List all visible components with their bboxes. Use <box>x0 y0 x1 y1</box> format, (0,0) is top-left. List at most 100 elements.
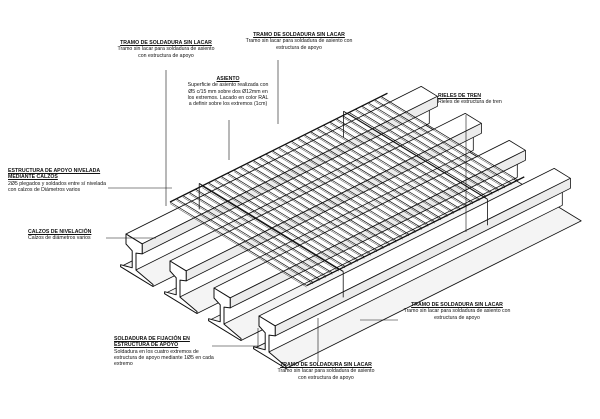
seat-bar <box>329 121 467 206</box>
seat-bar <box>169 201 307 286</box>
seat-bar <box>252 160 391 245</box>
seat-bar <box>259 156 397 242</box>
seat-bar <box>348 112 487 197</box>
label-title: ASIENTO <box>216 76 240 82</box>
label-support-structure: ESTRUCTURA DE APOYO NIVELADA MEDIANTE CA… <box>8 168 108 193</box>
seat-bar-shadow <box>317 129 455 214</box>
seat-edge-rod <box>169 92 388 203</box>
seat-bar <box>240 166 378 251</box>
seat-bar <box>220 176 359 261</box>
label-weld-bottom-center: TRAMO DE SOLDADURA SIN LACAR Tramo sin l… <box>276 362 376 381</box>
label-title: CALZOS DE NIVELACIÓN <box>28 229 92 235</box>
rail-end-profile <box>120 233 154 287</box>
seat-bar-shadow <box>329 123 467 208</box>
label-title: SOLDADURA DE FIJACIÓN EN ESTRUCTURA DE A… <box>114 336 190 349</box>
seat-bar <box>201 185 339 270</box>
seat-bar-shadow <box>214 181 352 265</box>
label-rails: RIELES DE TREN Rieles de estructura de t… <box>438 93 528 106</box>
seat-bar <box>214 179 352 264</box>
label-seat: ASIENTO Superficie de asiento realizada … <box>186 76 270 107</box>
support-structure-group <box>198 110 488 298</box>
rail-end-profile <box>164 260 198 314</box>
seat-bar-shadow <box>355 110 493 195</box>
seat-bar-shadow <box>336 120 474 205</box>
label-fixing-weld: SOLDADURA DE FIJACIÓN EN ESTRUCTURA DE A… <box>114 336 216 367</box>
seat-bar-shadow <box>169 203 307 288</box>
label-title: ESTRUCTURA DE APOYO NIVELADA MEDIANTE CA… <box>8 168 101 181</box>
seat-bar-shadow <box>182 197 320 281</box>
seat-bar-shadow <box>233 171 371 256</box>
seat-bar-shadow <box>221 177 359 262</box>
rail-4 <box>253 167 582 369</box>
seat-bar <box>195 188 333 274</box>
seat-bar-shadow <box>189 193 327 278</box>
seat-bar <box>297 137 435 222</box>
seat-bar-shadow <box>304 136 442 221</box>
seat-bar-shadow <box>227 174 365 259</box>
label-desc: Superficie de asiento realizada con Ø5 c… <box>187 82 269 108</box>
seat-bar <box>380 96 519 181</box>
label-weld-top-left: TRAMO DE SOLDADURA SIN LACAR Tramo sin l… <box>114 40 218 59</box>
seat-bar-shadow <box>265 155 403 240</box>
label-title: TRAMO DE SOLDADURA SIN LACAR <box>280 362 372 368</box>
seat-bar <box>278 147 416 232</box>
seat-bar-shadow <box>361 107 499 192</box>
seat-bar <box>304 134 442 219</box>
label-title: TRAMO DE SOLDADURA SIN LACAR <box>411 302 503 308</box>
label-desc: Tramo sin lacar para soldadura de asient… <box>277 368 375 381</box>
seat-bar-shadow <box>368 104 506 189</box>
seat-bar-shadow <box>272 152 410 237</box>
label-desc: Tramo sin lacar para soldadura de asient… <box>117 46 215 59</box>
seat-bar <box>265 153 403 238</box>
label-weld-top-right: TRAMO DE SOLDADURA SIN LACAR Tramo sin l… <box>244 32 354 51</box>
support-bar-1 <box>198 182 344 272</box>
rail-end-profile <box>208 287 242 341</box>
seat-bar <box>310 131 448 216</box>
label-desc: 2Ø5 plegados y soldados entre sí nivelad… <box>8 180 107 193</box>
seat-bar <box>272 150 410 235</box>
seat-bar-shadow <box>176 200 314 285</box>
label-desc: Rieles de estructura de tren <box>438 99 502 106</box>
seat-bar <box>208 182 346 267</box>
seat-bar-shadow <box>253 161 391 246</box>
seat-bar-shadow <box>195 190 333 275</box>
label-desc: Tramo sin lacar para soldadura de asient… <box>245 38 353 51</box>
seat-bar <box>316 128 455 213</box>
seat-bar-shadow <box>201 187 339 272</box>
seat-bar <box>368 102 506 187</box>
label-desc: Tramo sin lacar para soldadura de asient… <box>403 308 511 321</box>
label-title: TRAMO DE SOLDADURA SIN LACAR <box>120 40 212 46</box>
seat-bar <box>323 124 461 210</box>
seat-bar-shadow <box>259 158 397 243</box>
seat-bar-shadow <box>285 145 423 230</box>
seat-group <box>169 92 525 288</box>
rail-end-profile <box>253 315 287 369</box>
leader-line-7 <box>212 328 259 347</box>
seat-bar <box>342 115 480 200</box>
seat-bar <box>227 172 365 258</box>
seat-bar <box>374 99 512 184</box>
seat-bar-shadow <box>380 97 518 182</box>
label-weld-bottom-right: TRAMO DE SOLDADURA SIN LACAR Tramo sin l… <box>398 302 516 321</box>
seat-bar <box>189 192 327 277</box>
seat-bar-shadow <box>348 113 486 198</box>
seat-bar-shadow <box>297 139 435 224</box>
seat-bar-shadow <box>246 165 384 249</box>
seat-bar <box>361 105 499 190</box>
seat-bar <box>233 169 371 254</box>
seat-bar <box>336 118 474 203</box>
seat-bar-shadow <box>310 133 448 218</box>
leader-lines <box>106 60 467 362</box>
label-title: TRAMO DE SOLDADURA SIN LACAR <box>253 32 345 38</box>
seat-bar-shadow <box>323 126 461 211</box>
seat-edge-rod <box>306 176 525 287</box>
seat-bar-shadow <box>240 168 378 253</box>
label-shims: CALZOS DE NIVELACIÓN Calzos de diámetros… <box>28 229 118 242</box>
seat-bar-shadow <box>374 101 512 186</box>
support-bar-2 <box>343 110 488 200</box>
seat-bar <box>291 140 429 226</box>
seat-bar <box>182 195 320 280</box>
seat-bar-shadow <box>291 142 429 227</box>
seat-bar <box>284 144 423 229</box>
